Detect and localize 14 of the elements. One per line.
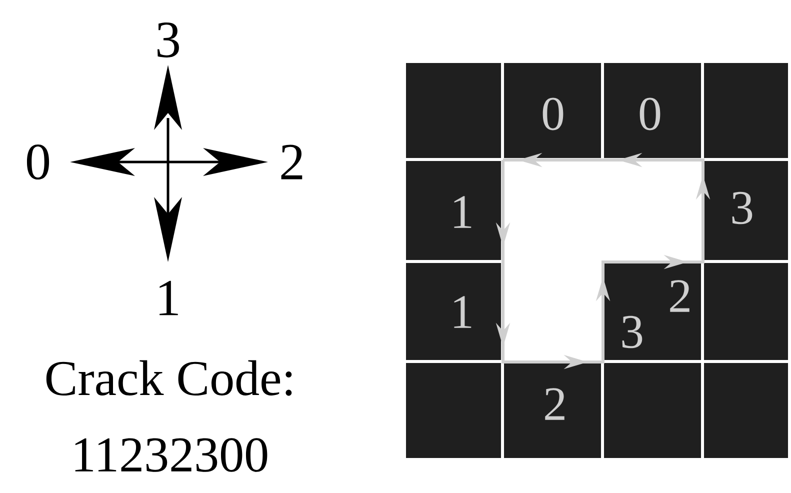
label: 1 bbox=[454, 196, 472, 228]
label: 2 bbox=[670, 280, 690, 312]
label: Crack Code: bbox=[46, 360, 292, 396]
label: 2 bbox=[281, 144, 302, 180]
label: 1 bbox=[160, 280, 178, 316]
label: 3 bbox=[158, 22, 179, 58]
label: 3 bbox=[622, 316, 642, 348]
label: 0 bbox=[542, 98, 564, 130]
label: 0 bbox=[26, 144, 50, 180]
label: 0 bbox=[640, 98, 660, 130]
label: 3 bbox=[732, 192, 752, 224]
label: 2 bbox=[545, 388, 564, 420]
label: 11232300 bbox=[75, 438, 268, 472]
label: 1 bbox=[454, 296, 472, 328]
